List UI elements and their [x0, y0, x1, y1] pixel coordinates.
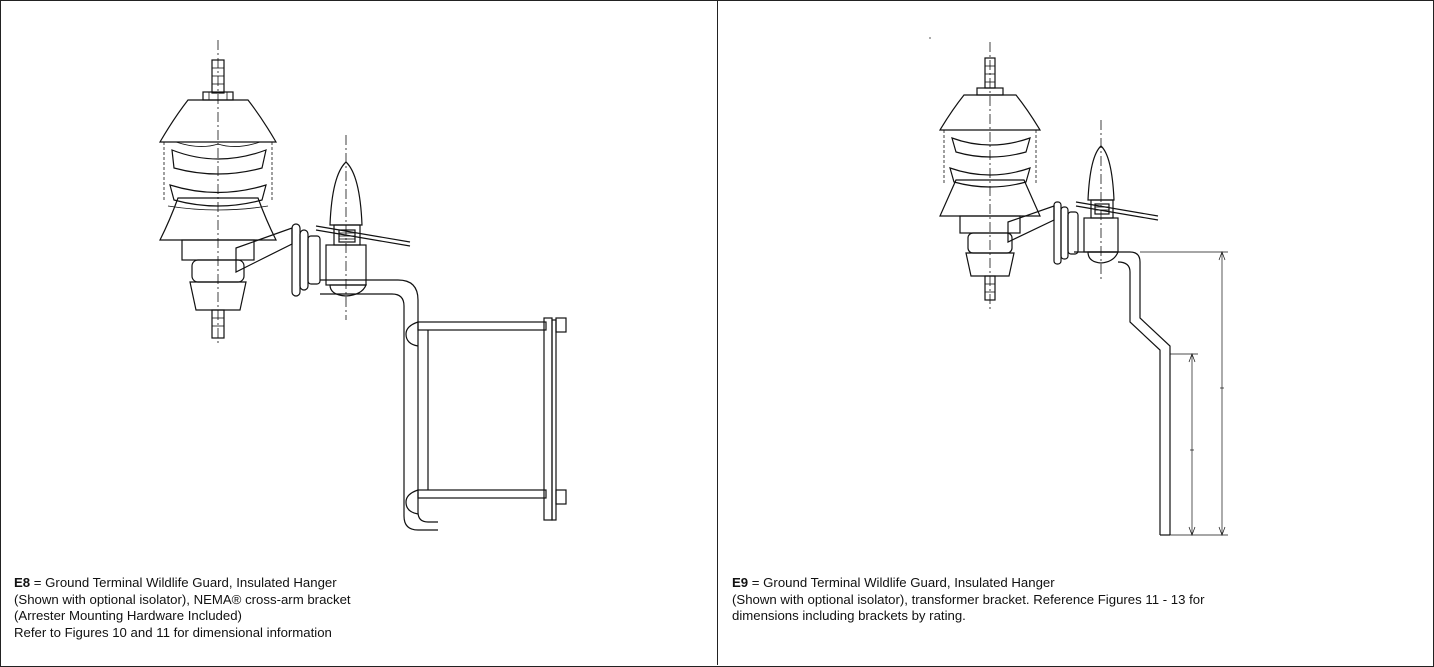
e9-arrester-drawing: [929, 37, 1228, 536]
panel-e9: E9 = Ground Terminal Wildlife Guard, Ins…: [718, 0, 1434, 665]
panel-e8: E8 = Ground Terminal Wildlife Guard, Ins…: [0, 0, 716, 665]
e9-caption: E9 = Ground Terminal Wildlife Guard, Ins…: [732, 575, 1422, 625]
e8-caption-line: (Shown with optional isolator), NEMA® cr…: [14, 591, 351, 607]
e8-code: E8: [14, 575, 31, 590]
e9-caption-line: (Shown with optional isolator), transfor…: [732, 591, 1205, 607]
e8-caption-first-line: E8 = Ground Terminal Wildlife Guard, Ins…: [14, 575, 704, 592]
e9-desc: = Ground Terminal Wildlife Guard, Insula…: [748, 575, 1055, 590]
panel-divider: [717, 0, 718, 665]
e9-caption-first-line: E9 = Ground Terminal Wildlife Guard, Ins…: [732, 575, 1422, 592]
e8-caption-line: Refer to Figures 10 and 11 for dimension…: [14, 624, 332, 640]
e8-caption: E8 = Ground Terminal Wildlife Guard, Ins…: [14, 575, 704, 641]
e8-desc: = Ground Terminal Wildlife Guard, Insula…: [30, 575, 337, 590]
e9-code: E9: [732, 575, 749, 590]
e9-caption-line: dimensions including brackets by rating.: [732, 608, 966, 623]
e8-caption-line: (Arrester Mounting Hardware Included): [14, 608, 242, 623]
e8-arrester-drawing: [158, 40, 567, 531]
